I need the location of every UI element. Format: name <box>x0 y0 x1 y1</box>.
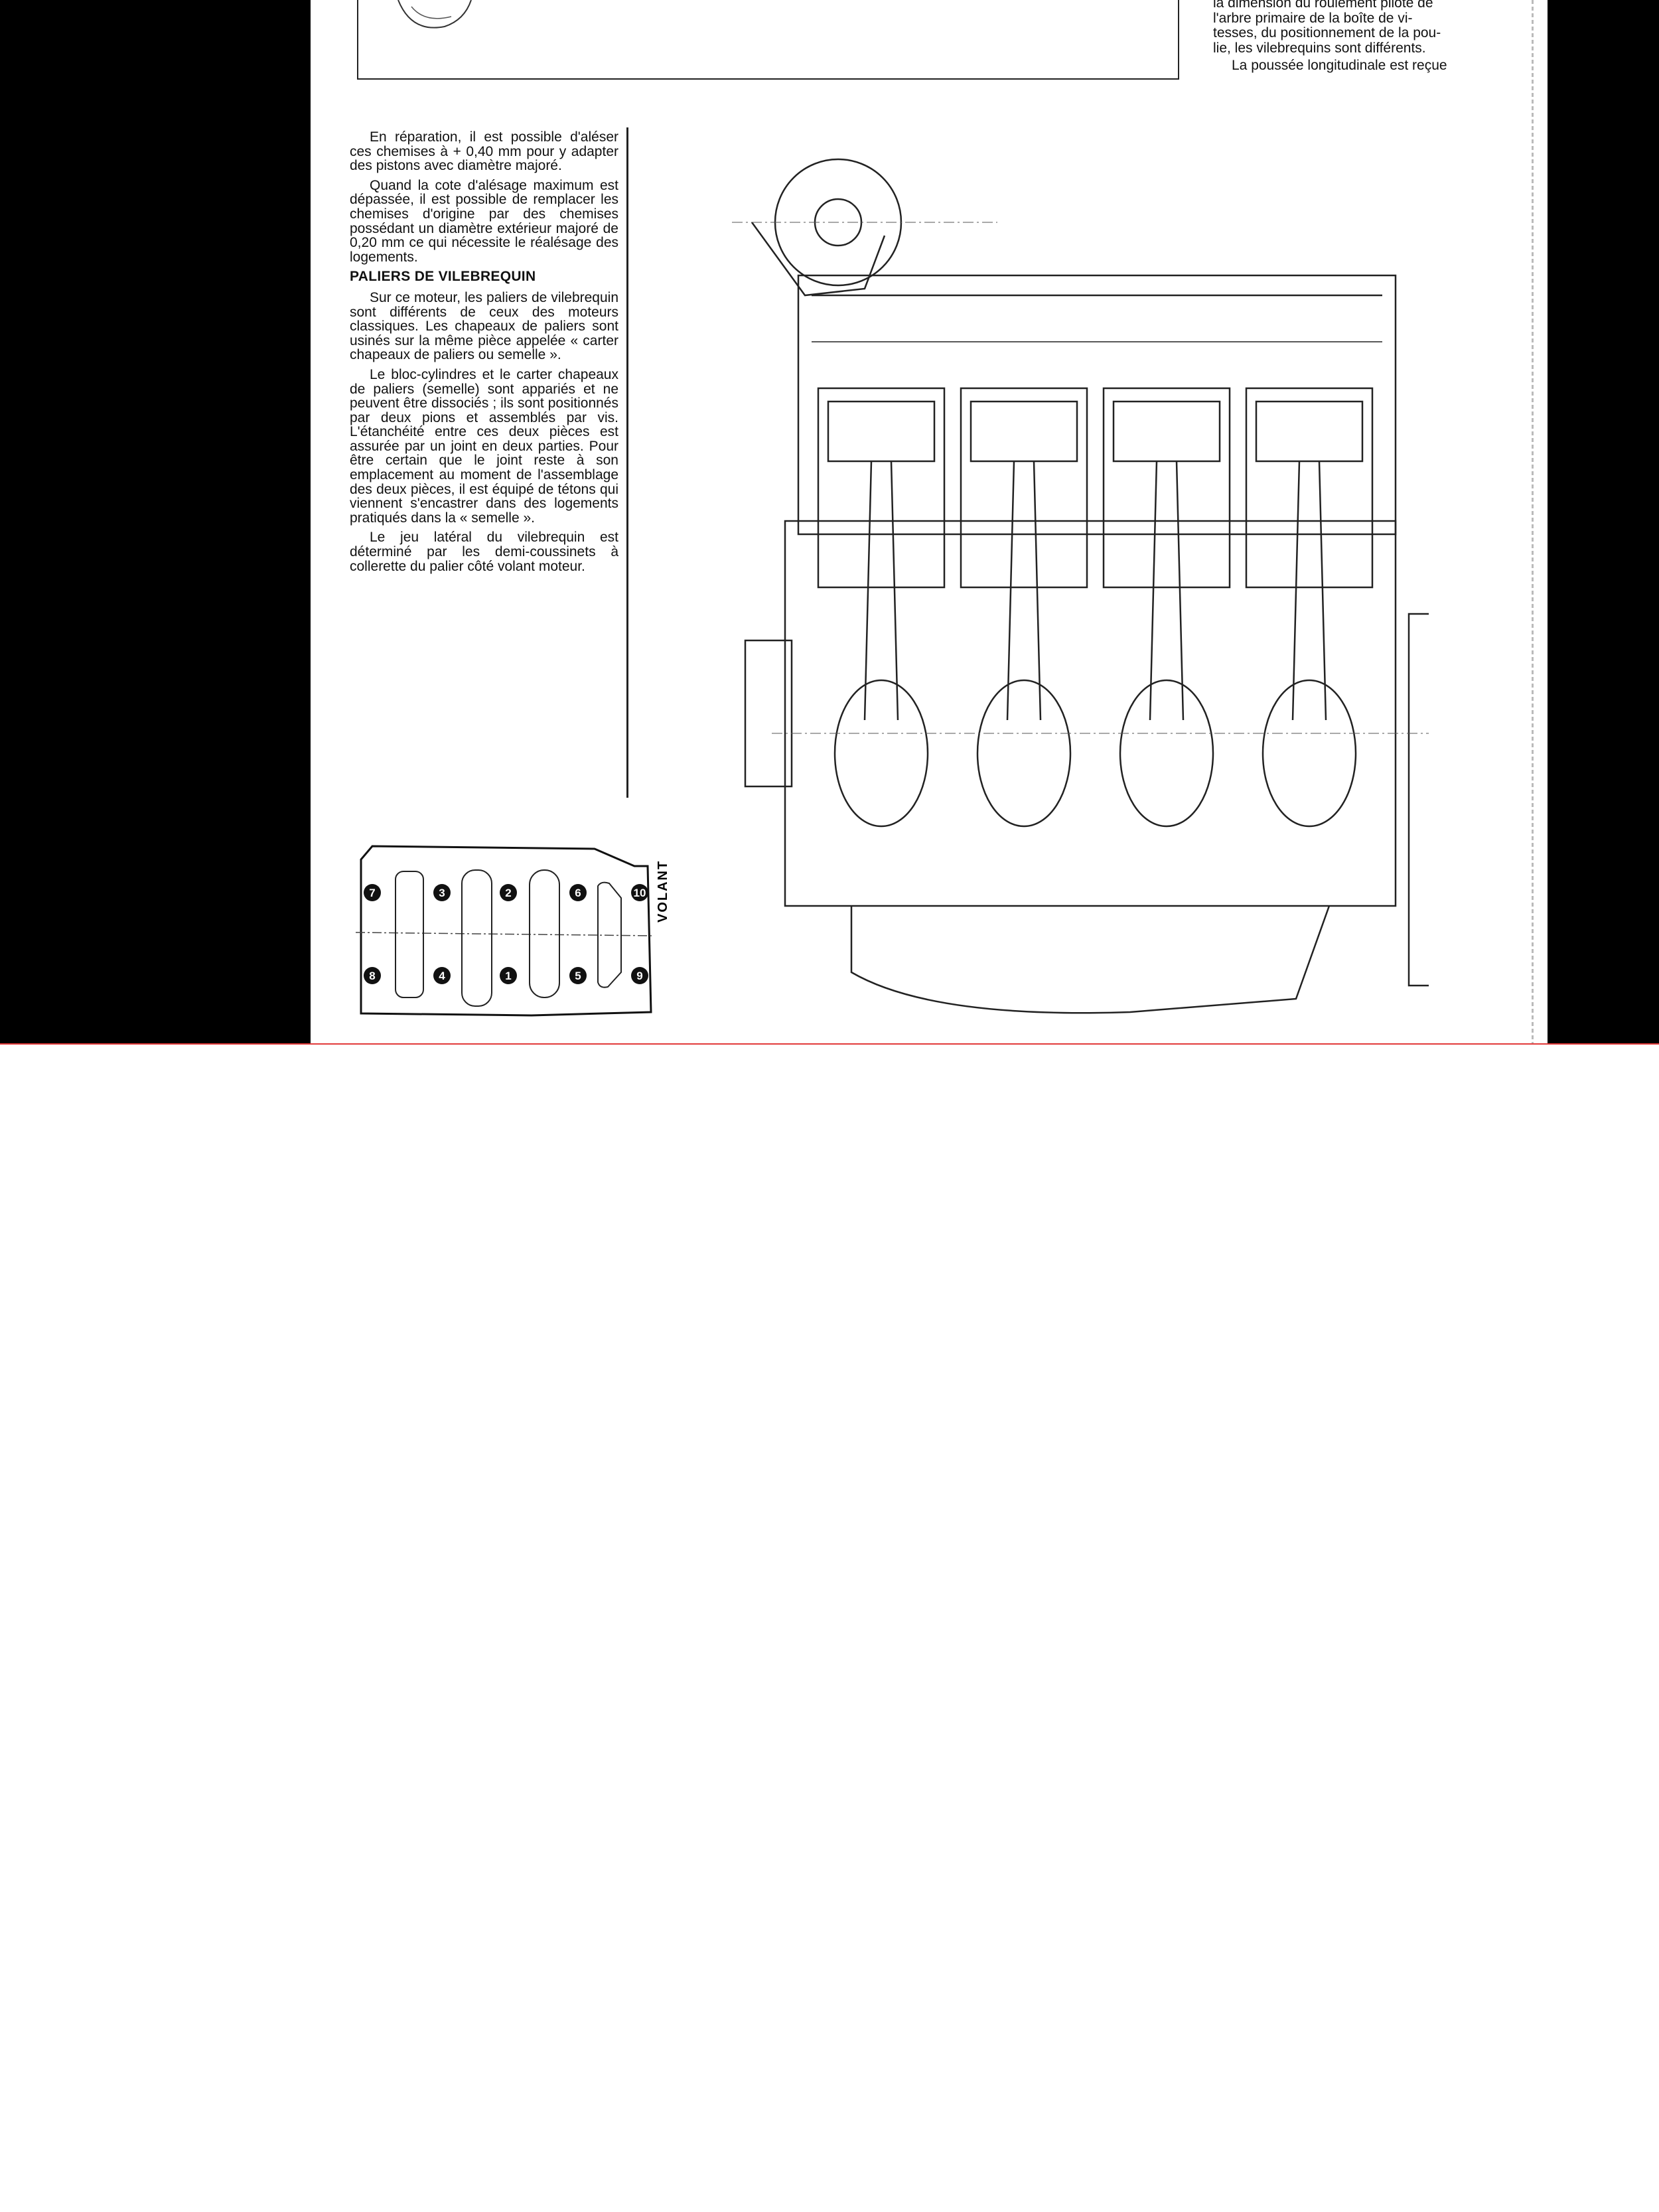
bolt-marker <box>569 884 587 901</box>
bolt-number: 1 <box>505 970 511 982</box>
crank-web <box>976 679 1072 828</box>
partial-illustration <box>397 0 472 29</box>
page-edge <box>1532 0 1534 1043</box>
paragraph: Le jeu latéral du vilebrequin est déterm… <box>350 530 618 574</box>
bolt-number: 5 <box>575 970 581 982</box>
paragraph-start: La poussée longitudinale est reçue <box>1232 58 1447 73</box>
bolt-number: 7 <box>369 887 375 899</box>
bolt-marker <box>433 884 451 901</box>
paragraph: Sur ce moteur, les paliers de vilebrequi… <box>350 289 618 363</box>
text-line: l'arbre primaire de la boîte de vi- <box>1213 10 1413 26</box>
bolt-number: 8 <box>369 970 375 982</box>
text-line: tesses, du positionnement de la pou- <box>1213 25 1441 40</box>
left-column-text: En réparation, il est possible d'aléser … <box>350 130 618 579</box>
document-page: la dimension du roulement pilote de l'ar… <box>311 0 1548 1043</box>
bolt-marker <box>500 884 517 901</box>
tightening-order-diagram: 7 3 2 6 10 8 4 1 5 9 <box>356 845 654 1017</box>
cylinder <box>960 387 1088 589</box>
connecting-rod <box>863 461 899 721</box>
cylinder <box>1102 387 1231 589</box>
cylinder <box>1245 387 1374 589</box>
bolt-marker <box>364 967 381 984</box>
engine-cutaway-drawing <box>732 158 1429 1014</box>
paragraph: Quand la cote d'alésage maximum est dépa… <box>350 177 618 265</box>
connecting-rod <box>1006 461 1042 721</box>
text-line: la dimension du roulement pilote de <box>1213 0 1433 11</box>
bolt-number: 3 <box>439 887 445 899</box>
crank-web <box>1119 679 1214 828</box>
crank-web <box>1262 679 1357 828</box>
bolt-number: 2 <box>505 887 511 899</box>
piston <box>1112 400 1221 463</box>
text-line: lie, les vilebrequins sont différents. <box>1213 40 1426 56</box>
paragraph: Le bloc-cylindres et le carter chapeaux … <box>350 366 618 526</box>
bolt-number: 4 <box>439 970 445 982</box>
bolt-number-markers: 7 3 2 6 10 8 4 1 5 9 <box>364 884 648 984</box>
right-column-text: la dimension du roulement pilote de l'ar… <box>1213 0 1476 74</box>
bolt-marker <box>500 967 517 984</box>
crank-web <box>833 679 929 828</box>
connecting-rod <box>1149 461 1185 721</box>
bolt-marker <box>364 884 381 901</box>
top-figure-frame <box>357 0 1179 80</box>
cylinder <box>817 387 946 589</box>
volant-label: VOLANT <box>656 859 670 922</box>
paragraph: En réparation, il est possible d'aléser … <box>350 129 618 174</box>
viewport-bottom-line <box>0 1043 1659 1045</box>
piston <box>970 400 1078 463</box>
bolt-number: 9 <box>636 970 642 982</box>
bolt-marker <box>631 884 648 901</box>
bolt-marker <box>433 967 451 984</box>
bolt-marker <box>631 967 648 984</box>
bolt-marker <box>569 967 587 984</box>
section-heading: PALIERS DE VILEBREQUIN <box>350 269 536 285</box>
bolt-number: 10 <box>634 887 646 899</box>
bolt-number: 6 <box>575 887 581 899</box>
piston <box>1255 400 1364 463</box>
piston <box>827 400 936 463</box>
connecting-rod <box>1291 461 1327 721</box>
column-rule <box>626 127 628 798</box>
